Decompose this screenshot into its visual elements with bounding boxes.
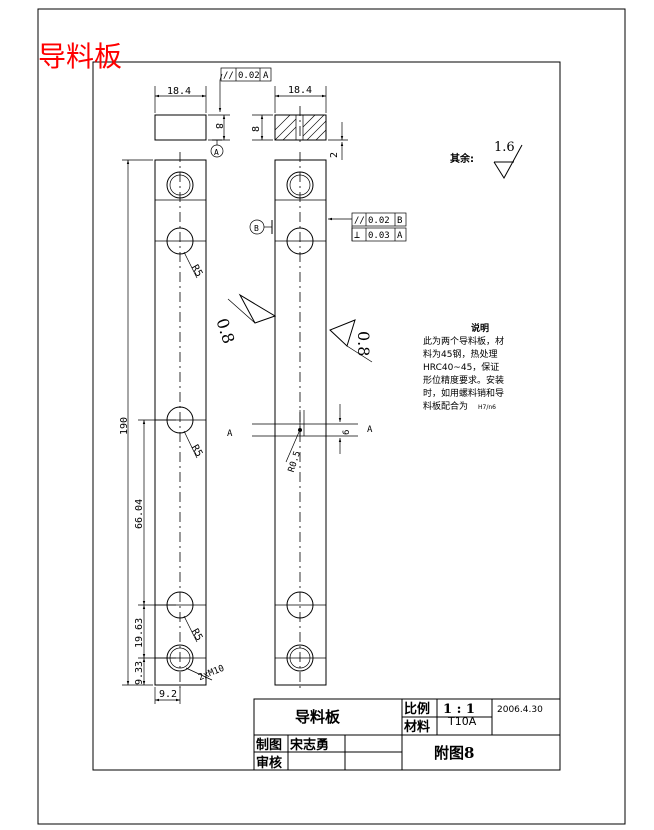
side-view: B // 0.02 B ⊥ 0.03 A 0.8 6 R0.5 A (249, 152, 407, 692)
side-top-view: 18.4 8 2 (251, 85, 348, 160)
tol-side-q-datum: A (397, 231, 403, 241)
tol-front-symbol: // (223, 71, 234, 81)
dim-front-top-width: 18.4 (167, 86, 191, 97)
tb-date: 2006.4.30 (497, 705, 543, 715)
datum-a-label: A (214, 148, 219, 157)
tb-scale-label: 比例 (404, 701, 430, 717)
title-block: 导料板 比例 1 : 1 2006.4.30 材料 T10A 制图 宋志勇 审核… (253, 698, 561, 771)
notes-title: 说明 (471, 322, 489, 334)
notes-line-3: HRC40~45，保证 (423, 361, 499, 373)
dim-side-top-height: 8 (251, 126, 262, 132)
tol-front-datum: A (263, 71, 269, 81)
other-roughness-label: 其余: (450, 152, 474, 165)
roughness-symbol (493, 144, 523, 179)
dim-side-6: 6 (342, 430, 352, 435)
dim-total-length: 190 (119, 417, 130, 435)
section-a-left: A (227, 429, 233, 439)
tol-front-value: 0.02 (238, 71, 260, 81)
dim-9-2: 9.2 (159, 689, 177, 700)
tb-material-label: 材料 (404, 719, 430, 735)
tb-drawn-label: 制图 (256, 737, 282, 753)
notes-line-4: 形位精度要求。安装 (423, 374, 504, 386)
roughness-right: 0.8 (354, 331, 373, 356)
datum-b-label: B (254, 224, 259, 233)
notes-line-2: 料为45钢，热处理 (423, 348, 497, 360)
notes-line-6: 料板配合为 (423, 400, 468, 412)
dim-side-top-width: 18.4 (288, 85, 312, 96)
tb-figure: 附图8 (434, 744, 474, 762)
tb-part-name: 导料板 (295, 708, 341, 726)
side-r05: R0.5 (287, 450, 303, 474)
tol-side-p-value: 0.02 (368, 216, 390, 226)
front-r5-bottom: R5 (189, 627, 205, 643)
section-a-right: A (367, 425, 373, 435)
front-top-view: 18.4 8 // 0.02 A A (154, 67, 272, 158)
tb-drawn-name: 宋志勇 (289, 737, 329, 753)
tol-side-p-datum: B (397, 216, 402, 226)
notes-line-5: 时，如用螺料销和导 (423, 387, 504, 399)
tb-check-label: 审核 (256, 755, 282, 771)
notes-block: 说明 此为两个导料板，材 料为45钢，热处理 HRC40~45，保证 形位精度要… (423, 322, 504, 412)
outer-frame (37, 8, 626, 825)
dim-front-top-height: 8 (213, 123, 224, 129)
tb-scale-value: 1 : 1 (443, 702, 475, 717)
tol-side-q-symbol: ⊥ (354, 230, 360, 241)
notes-line-1: 此为两个导料板，材 (423, 335, 504, 347)
tol-side-p-symbol: // (354, 216, 365, 226)
notes-fit: H7/n6 (478, 404, 496, 411)
dim-side-small: 2 (329, 152, 340, 158)
roughness-left: 0.8 (212, 316, 238, 346)
front-view: R5 R5 R5 2xM10 190 66.04 19.63 9.33 9.2 … (119, 152, 277, 704)
other-roughness-value: 1.6 (494, 140, 515, 155)
dim-66: 66.04 (134, 499, 145, 529)
tb-material-value: T10A (447, 715, 477, 728)
front-r5-mid: R5 (189, 443, 205, 459)
dim-9-33: 9.33 (134, 661, 145, 685)
page-heading: 导料板 (38, 40, 122, 73)
front-thread: 2xM10 (197, 664, 226, 683)
front-r5-top: R5 (189, 263, 205, 279)
tol-side-q-value: 0.03 (368, 231, 390, 241)
dim-19: 19.63 (134, 618, 145, 648)
